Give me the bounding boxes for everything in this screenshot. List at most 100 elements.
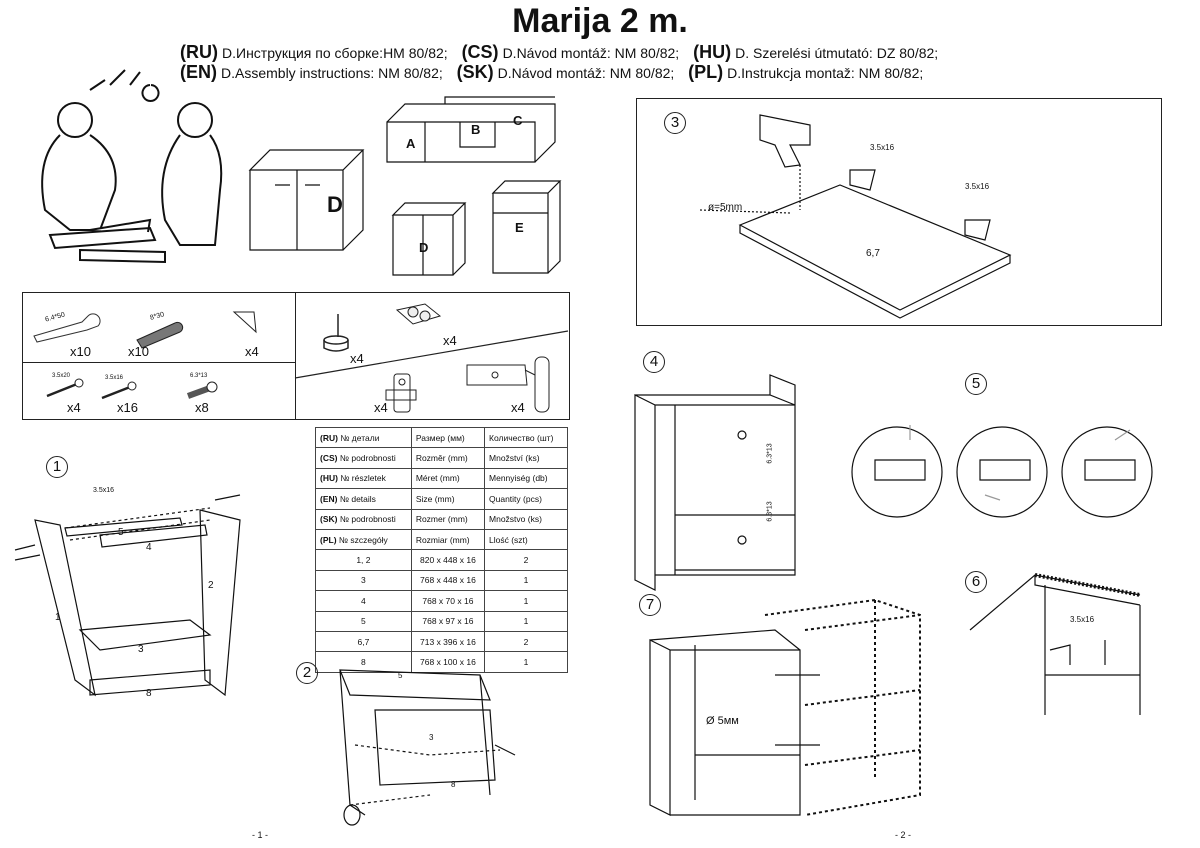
lang-code: (CS) — [320, 453, 338, 464]
header-quantity: Количество (шт) — [484, 426, 568, 449]
step-number-4: 4 — [643, 351, 665, 373]
step-number-5: 5 — [965, 373, 987, 395]
two-people-illustration — [41, 69, 223, 264]
lang-code-ru: (RU) — [180, 42, 218, 62]
step-5-hinge-adjustment-diagram — [851, 425, 1153, 518]
size-cell: 713 x 396 x 16 — [410, 630, 486, 653]
page-number-right: - 2 - — [895, 830, 912, 840]
cabinet-label-d-small: D — [419, 240, 429, 255]
step-number-6: 6 — [965, 571, 987, 593]
lang-code-en: (EN) — [180, 62, 217, 82]
cabinet-label-b: B — [471, 122, 481, 137]
step-3-drilling-diagram — [699, 114, 1012, 319]
hw-qty: x4 — [511, 400, 525, 415]
header-quantity: Množství (ks) — [484, 447, 568, 469]
quantity-cell: 1 — [484, 590, 568, 612]
step-2-assembly-diagram — [339, 669, 516, 826]
header-size: Rozměr (mm) — [410, 447, 486, 469]
lang-text-en: D.Assembly instructions: NM 80/82; — [221, 65, 443, 81]
hw-qty: x8 — [195, 400, 209, 415]
step4-screw-label-b: 6.3*13 — [766, 501, 774, 522]
header-part-number: (PL) № szczegóły — [315, 528, 412, 551]
step-3-frame — [636, 98, 1162, 326]
size-cell: 768 x 448 x 16 — [410, 569, 486, 592]
panel-label-1: 1 — [55, 612, 61, 623]
hw-qty: x4 — [350, 351, 364, 366]
cabinet-d-large-illustration — [248, 149, 365, 251]
header-quantity: Llość (szt) — [484, 528, 568, 551]
part-number-cell: 1, 2 — [315, 549, 412, 571]
size-cell: 768 x 97 x 16 — [410, 610, 486, 632]
header-size: Rozmiar (mm) — [410, 528, 486, 551]
hw-qty: x4 — [67, 400, 81, 415]
hw-qty: x4 — [374, 400, 388, 415]
lang-code-pl: (PL) — [688, 62, 724, 82]
part-number-cell: 4 — [315, 590, 412, 612]
hardware-divider-h — [22, 362, 295, 363]
header-part-number: (HU) № részletek — [315, 467, 412, 490]
cabinet-label-e: E — [515, 220, 524, 235]
header-quantity: Mennyiség (db) — [484, 467, 568, 490]
part-number-cell: 8 — [315, 651, 412, 673]
lang-code-hu: (HU) — [693, 42, 732, 62]
part-number-cell: 5 — [315, 610, 412, 632]
cabinet-label-d-large: D — [327, 192, 343, 217]
size-cell: 768 x 70 x 16 — [410, 590, 486, 612]
hw-qty: x10 — [70, 344, 91, 359]
step3-drill-diameter-label: ø=5mm — [708, 202, 743, 213]
header-size: Size (mm) — [410, 488, 486, 510]
quantity-cell: 2 — [484, 630, 568, 653]
panel-label-8: 8 — [146, 688, 152, 699]
step3-screw-label-a: 3.5x16 — [870, 143, 895, 152]
hw-size: 3.5x16 — [105, 375, 124, 381]
panel-label-3: 3 — [138, 644, 144, 655]
hw-qty: x4 — [443, 333, 457, 348]
header-label: № szczegóły — [338, 534, 388, 545]
lang-code-sk: (SK) — [456, 62, 494, 82]
lang-text-pl: D.Instrukcja montaž: NM 80/82; — [727, 65, 924, 81]
panel-label-6-7: 6,7 — [866, 248, 880, 259]
panel-label-2: 2 — [208, 580, 214, 591]
hw-qty: x4 — [245, 344, 259, 359]
header-size: Rozmer (mm) — [410, 508, 486, 530]
hardware-box — [22, 292, 570, 420]
step-4-hinge-plate-diagram — [634, 374, 796, 591]
panel-label-8: 8 — [451, 780, 456, 789]
size-cell: 820 x 448 x 16 — [410, 549, 486, 571]
quantity-cell: 1 — [484, 610, 568, 632]
step-6-wall-mount-diagram — [969, 573, 1141, 715]
hardware-divider-v — [295, 292, 296, 419]
adjustable-foot-icon — [323, 314, 349, 352]
cabinet-d-small-illustration — [391, 202, 467, 276]
part-number-cell: 6,7 — [315, 630, 412, 653]
hw-qty: x16 — [117, 400, 138, 415]
quantity-cell: 1 — [484, 569, 568, 592]
step4-screw-label-a: 6.3*13 — [766, 443, 774, 464]
header-size: Méret (mm) — [410, 467, 486, 490]
language-line-2: (EN)D.Assembly instructions: NM 80/82; (… — [180, 62, 923, 83]
lang-code: (RU) — [320, 432, 338, 443]
step-1-assembly-diagram — [14, 494, 241, 697]
lang-text-sk: D.Návod montáž: NM 80/82; — [497, 65, 675, 81]
lang-text-cs: D.Návod montáž: NM 80/82; — [502, 45, 680, 61]
document-title: Marija 2 m. — [512, 2, 688, 40]
step-number-3: 3 — [664, 112, 686, 134]
header-part-number: (SK) № podrobnosti — [315, 508, 412, 530]
lang-text-ru: D.Инструкция по сборке:HM 80/82; — [222, 45, 448, 61]
header-label: № podrobnosti — [339, 514, 396, 525]
part-number-cell: 3 — [315, 569, 412, 592]
panel-label-3: 3 — [429, 733, 434, 742]
panel-label-5: 5 — [398, 671, 403, 680]
hw-size: 3.5x20 — [52, 373, 71, 379]
lang-code: (EN) — [320, 493, 338, 504]
